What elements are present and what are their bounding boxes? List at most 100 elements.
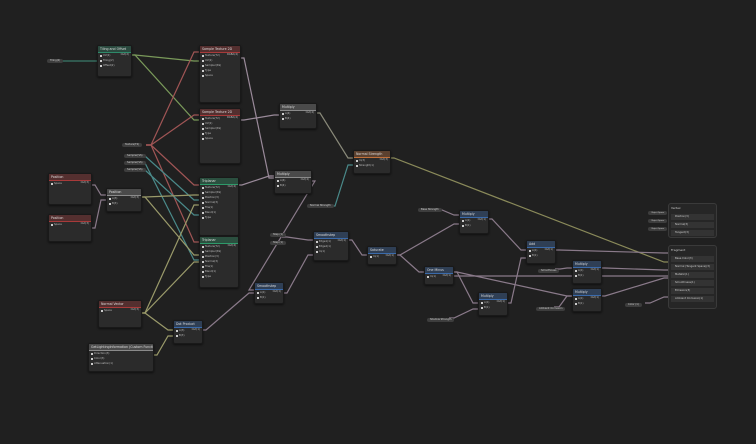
- output-port[interactable]: Out(4): [227, 244, 236, 247]
- property-pill[interactable]: Step (1): [270, 233, 287, 237]
- fragment-port[interactable]: Smoothness(1): [671, 280, 714, 286]
- input-port[interactable]: B(1): [479, 305, 507, 310]
- vertex-port[interactable]: Tangent(3): [671, 230, 714, 236]
- property-pill[interactable]: Smoothness: [538, 269, 560, 273]
- output-port[interactable]: RGBA(4): [226, 53, 238, 56]
- input-port[interactable]: Tiling(2): [98, 58, 131, 63]
- input-port[interactable]: Blend(1): [200, 269, 238, 274]
- input-port[interactable]: B(1): [255, 295, 283, 300]
- input-port[interactable]: B(1): [573, 273, 601, 278]
- input-port[interactable]: Tile(1): [200, 205, 238, 210]
- fragment-port[interactable]: Normal (Tangent Space)(3): [671, 264, 714, 270]
- input-port[interactable]: A(1): [479, 300, 507, 305]
- input-port[interactable]: B(3): [107, 201, 141, 206]
- input-port[interactable]: UV(2): [200, 121, 240, 126]
- input-port[interactable]: B(1): [460, 223, 488, 228]
- input-port[interactable]: Normal(3): [200, 259, 238, 264]
- input-port[interactable]: Type: [200, 131, 240, 136]
- property-pill[interactable]: Step (1): [270, 241, 287, 245]
- input-port[interactable]: B(3): [174, 333, 202, 338]
- fragment-port[interactable]: Metallic(1): [671, 272, 714, 278]
- input-port[interactable]: Type: [200, 215, 238, 220]
- input-port[interactable]: Texture(T2): [200, 53, 240, 58]
- input-port[interactable]: Texture(T2): [200, 244, 238, 249]
- input-port[interactable]: A(1): [573, 296, 601, 301]
- input-port[interactable]: Normal(3): [200, 200, 238, 205]
- input-port[interactable]: Space: [49, 181, 91, 186]
- output-port[interactable]: Out(1): [590, 296, 599, 299]
- fragment-context[interactable]: Fragment Base Color(3) Normal (Tangent S…: [668, 245, 717, 309]
- node-getlightinginformation-custom-function-[interactable]: GetLightingInformation (Custom Function)…: [88, 343, 154, 372]
- output-port[interactable]: Out(1): [385, 254, 394, 257]
- vertex-context[interactable]: Vertex Position(3) Normal(3) Tangent(3): [668, 203, 717, 238]
- input-port[interactable]: Space: [99, 308, 141, 313]
- input-port[interactable]: UV(2): [98, 53, 131, 58]
- vertex-port[interactable]: Normal(3): [671, 222, 714, 228]
- vertex-input-pill[interactable]: Object Space: [648, 227, 668, 231]
- output-port[interactable]: Out(3): [130, 308, 139, 311]
- output-port[interactable]: Out(4): [227, 185, 236, 188]
- input-port[interactable]: UV(2): [200, 58, 240, 63]
- input-port[interactable]: In(1): [368, 254, 396, 259]
- property-pill[interactable]: Base Strength: [418, 208, 442, 212]
- output-port[interactable]: Out(1): [272, 290, 281, 293]
- output-port[interactable]: Out(1): [544, 248, 553, 251]
- vertex-port[interactable]: Position(3): [671, 214, 714, 220]
- input-port[interactable]: Position(3): [200, 195, 238, 200]
- property-pill[interactable]: Sampler(SS): [124, 168, 146, 172]
- input-port[interactable]: Sampler(SS): [200, 63, 240, 68]
- property-pill[interactable]: Sampler(SS): [124, 161, 146, 165]
- output-port[interactable]: Out(1): [337, 239, 346, 242]
- input-port[interactable]: A(1): [460, 218, 488, 223]
- input-port[interactable]: B(4): [275, 183, 311, 188]
- input-port[interactable]: Space: [200, 73, 240, 78]
- input-port[interactable]: Edge2(1): [314, 244, 348, 249]
- output-port[interactable]: Out(3): [80, 222, 89, 225]
- output-port[interactable]: Out(3): [379, 158, 388, 161]
- output-port[interactable]: Out(1): [496, 300, 505, 303]
- input-port[interactable]: A(4): [275, 178, 311, 183]
- input-port[interactable]: Attenuation(1): [89, 361, 153, 366]
- property-pill[interactable]: Normal Strength: [307, 204, 334, 208]
- input-port[interactable]: Edge1(1): [314, 239, 348, 244]
- output-port[interactable]: Out(1): [477, 218, 486, 221]
- vertex-input-pill[interactable]: Object Space: [648, 211, 668, 215]
- input-port[interactable]: Color(3): [89, 356, 153, 361]
- output-port[interactable]: Out(1): [191, 328, 200, 331]
- input-port[interactable]: Strength(1): [354, 163, 390, 168]
- input-port[interactable]: A(1): [255, 290, 283, 295]
- input-port[interactable]: Sampler(SS): [200, 190, 238, 195]
- property-pill[interactable]: Sampler(SS): [124, 154, 146, 158]
- input-port[interactable]: In(1): [314, 249, 348, 254]
- input-port[interactable]: B(4): [280, 116, 316, 121]
- fragment-port[interactable]: Base Color(3): [671, 256, 714, 262]
- property-pill[interactable]: Tiling(2): [47, 59, 64, 63]
- output-port[interactable]: Out(3): [130, 196, 139, 199]
- input-port[interactable]: B(1): [573, 301, 601, 306]
- input-port[interactable]: Texture(T2): [200, 185, 238, 190]
- property-pill[interactable]: Shadow Strength: [427, 318, 455, 322]
- input-port[interactable]: Type: [200, 68, 240, 73]
- property-pill[interactable]: Ambient Occlusion: [536, 307, 566, 311]
- input-port[interactable]: Sampler(SS): [200, 249, 238, 254]
- input-port[interactable]: Position(3): [200, 254, 238, 259]
- output-port[interactable]: Out(1): [590, 268, 599, 271]
